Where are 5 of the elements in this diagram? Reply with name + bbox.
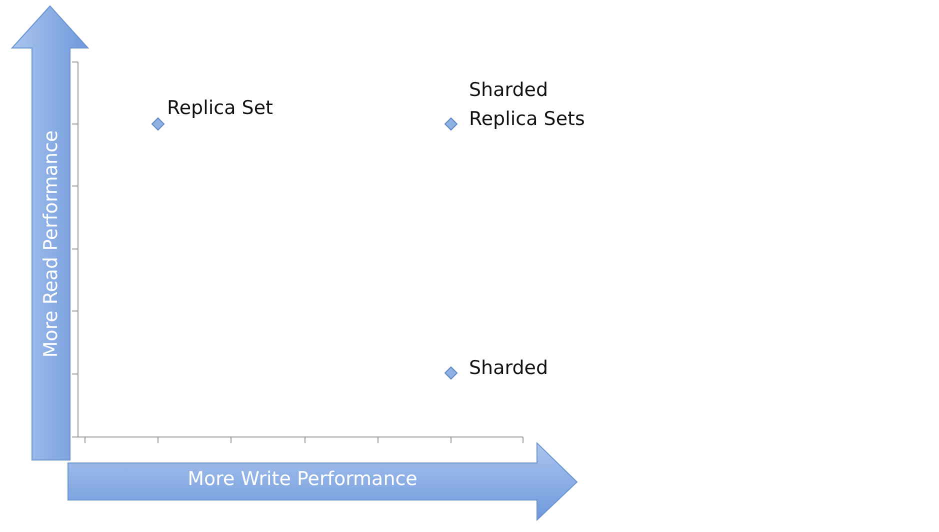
point-label: Replica Set <box>167 96 273 121</box>
axis-label: More Write Performance <box>186 468 418 490</box>
axis-label: More Read Performance <box>40 130 62 358</box>
point-label: Sharded Replica Sets <box>469 78 586 132</box>
point-label: Sharded <box>469 356 548 381</box>
